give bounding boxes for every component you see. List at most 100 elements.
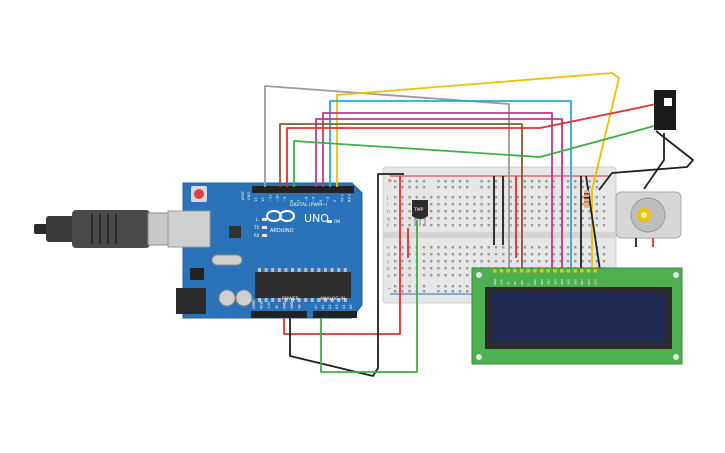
breadboard-row-letter: i: [387, 202, 388, 208]
breadboard-row-letter: j: [386, 195, 388, 201]
usb-cable: [34, 210, 171, 248]
lcd-pin: [586, 269, 591, 273]
analog-pin-label: A2: [328, 305, 332, 309]
wire-gray: [264, 85, 510, 270]
wire-brown: [279, 123, 523, 270]
lcd-pin-label: DB0: [533, 279, 537, 285]
lcd-pin: [539, 269, 544, 273]
lcd-pin-label: E: [527, 283, 531, 285]
lcd-pin: [499, 269, 504, 273]
on-label: ON: [334, 219, 340, 224]
lcd-pin-label: LED: [594, 280, 598, 285]
lcd-pin-label: RS: [513, 281, 517, 285]
tx-label: TX: [253, 225, 259, 230]
digital-header: [252, 186, 354, 193]
digital-pin-label: TX 1: [340, 194, 344, 203]
wire-green-bottom: [320, 220, 418, 373]
digital-pin-label: 4: [319, 199, 323, 202]
breadboard-row-letter: d: [387, 252, 390, 258]
wire-yellow: [336, 72, 620, 270]
lcd-pin: [553, 269, 557, 273]
wire-green-top: [293, 125, 655, 187]
digital-pin-label: 12: [261, 197, 265, 202]
power-pin-label: IOREF: [252, 299, 256, 309]
gnd-label: GND: [247, 192, 251, 200]
digital-pin-label: 2: [333, 200, 337, 202]
wire-black-motor: [643, 133, 665, 190]
lcd-pin: [560, 269, 564, 273]
breadboard-row-letter: a: [387, 274, 390, 279]
breadboard-row-letter: b: [387, 266, 390, 272]
analog-pin-label: A3: [335, 305, 339, 309]
temperature-sensor: TMP: [412, 200, 428, 226]
power-label: POWER: [282, 296, 299, 302]
lcd-pin-label: LED: [587, 280, 591, 285]
digital-pin-label: ~3: [326, 197, 330, 202]
wire-black-relay: [598, 130, 694, 191]
lcd-pin-label: GND: [493, 279, 497, 285]
lcd-pin-label: DB5: [567, 279, 571, 285]
power-pin-label: Vin: [298, 304, 302, 309]
digital-pin-label: ~6: [304, 196, 308, 202]
digital-pin-label: 8: [290, 199, 294, 202]
lcd-pin-header: [493, 269, 597, 273]
lcd-pin-label: RW: [520, 280, 524, 285]
power-jack: [176, 288, 206, 314]
breadboard-rail-minus: -: [388, 284, 391, 293]
lcd-pin-label: DB2: [547, 279, 551, 285]
digital-label: DIGITAL (PWM~): [290, 202, 328, 208]
breadboard-row-letter: c: [387, 260, 390, 265]
digital-pin-label: ~9: [283, 196, 287, 202]
l-label: L: [256, 217, 259, 222]
breadboard-row-letter: f: [387, 223, 389, 229]
lcd-pin: [493, 269, 497, 273]
breadboard-rail-plus: +: [387, 177, 393, 185]
lcd-pin: [533, 269, 537, 273]
digital-pin-label: ~10: [276, 194, 280, 202]
lcd-pin: [546, 269, 551, 273]
lcd-screen: [492, 293, 665, 342]
digital-pin-label: RX 0: [348, 193, 352, 202]
power-pin-label: 3.3V: [267, 301, 271, 309]
power-pin-label: 5V: [275, 304, 279, 309]
lcd-pin: [580, 269, 584, 273]
sensor-label: TMP: [413, 207, 424, 213]
arduino-brand-label: ARDUINO: [270, 228, 294, 234]
arduino-logo: [266, 210, 295, 222]
aref-label: AREF: [241, 191, 245, 200]
lcd-pin-label: DB7: [580, 279, 584, 285]
analog-header: [313, 311, 357, 318]
digital-pin-label: ~11: [268, 194, 272, 202]
arduino-uno-board: UNO ARDUINO DIGITAL (PWM~) POWER ANALOG …: [167, 182, 363, 319]
lcd-pin: [519, 269, 524, 273]
relay: [654, 90, 676, 130]
lcd-pin-label: V0: [506, 281, 510, 285]
dc-motor: [615, 191, 682, 247]
power-pin-label: RESET: [260, 299, 264, 309]
digital-pin-label: 13: [254, 197, 258, 202]
lcd-pin: [506, 269, 510, 273]
lcd-pin-label: DB6: [573, 279, 577, 285]
breadboard-row-letter: h: [387, 209, 390, 215]
breadboard-row-letter: e: [387, 246, 390, 251]
lcd-pin: [526, 269, 530, 273]
wire-red-bottom: [283, 176, 401, 335]
arduino-model-label: UNO: [304, 212, 329, 225]
lcd-pin-label: DB4: [560, 279, 564, 285]
analog-pin-label: A1: [321, 305, 325, 309]
analog-pin-label: A0: [314, 305, 318, 309]
wire-magenta-1: [315, 118, 563, 270]
analog-pin-label: A4: [342, 305, 346, 309]
wire-magenta-2: [322, 112, 553, 270]
lcd-pin: [573, 269, 577, 273]
power-header: [251, 311, 307, 318]
resistor: [584, 190, 589, 208]
digital-pin-label: 7: [297, 200, 301, 202]
atmega-chip: [255, 272, 351, 298]
lcd-pin: [513, 269, 517, 273]
